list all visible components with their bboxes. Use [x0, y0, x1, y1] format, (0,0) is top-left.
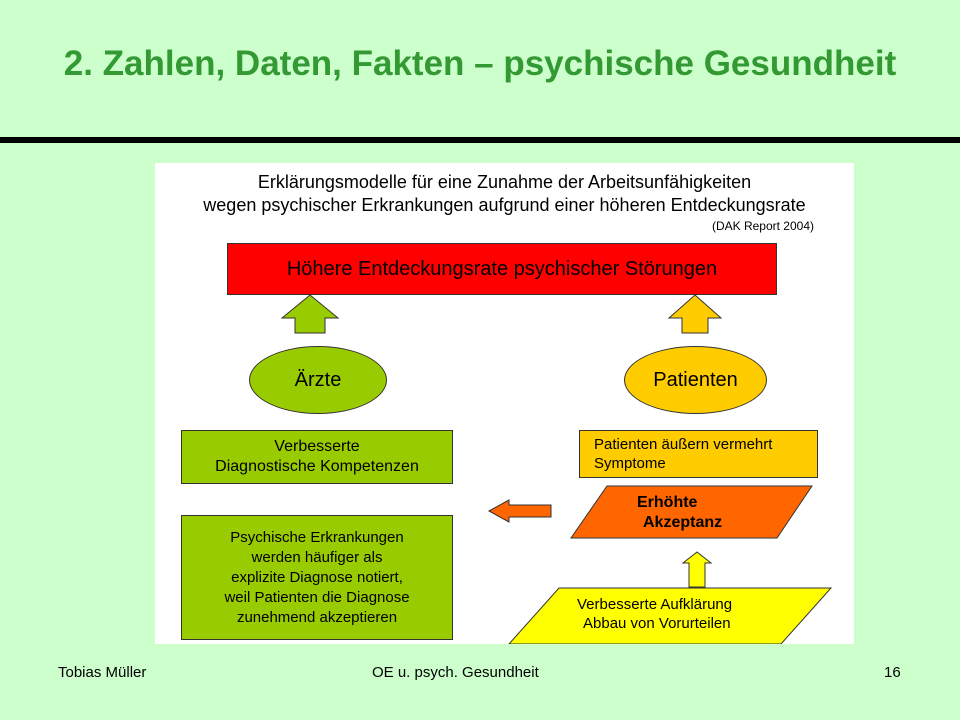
box-green-2-line1: Psychische Erkrankungen: [230, 528, 404, 546]
box-orange-line2: Symptome: [594, 455, 666, 472]
diagram-panel: Erklärungsmodelle für eine Zunahme der A…: [155, 163, 854, 644]
box-green-2-line4: weil Patienten die Diagnose: [224, 588, 410, 606]
parallelogram-yellow: [508, 587, 833, 644]
footer-page-number: 16: [884, 664, 901, 681]
parallelogram-yellow-text: Verbesserte Aufklärung Abbau von Vorurte…: [577, 595, 777, 633]
slide-title: 2. Zahlen, Daten, Fakten – psychische Ge…: [63, 44, 897, 83]
parallelogram-orange-line2: Akzeptanz: [643, 514, 723, 531]
diagram-shapes: [280, 294, 833, 644]
diagram-heading-line2: wegen psychischer Erkrankungen aufgrund …: [203, 195, 806, 215]
diagram-heading: Erklärungsmodelle für eine Zunahme der A…: [155, 171, 854, 217]
diagram-heading-line1: Erklärungsmodelle für eine Zunahme der A…: [257, 172, 752, 192]
arrow-up-green: [280, 294, 340, 334]
arrow-up-yellow-small: [681, 551, 713, 588]
box-psychische-erkrankungen: Psychische Erkrankungen werden häufiger …: [181, 515, 453, 640]
arrow-up-yellow: [667, 294, 723, 334]
arrow-left-orange: [487, 499, 552, 523]
footer-author: Tobias Müller: [58, 664, 147, 681]
ellipse-aerzte: Ärzte: [249, 346, 387, 414]
box-green-1-line2: Diagnostische Kompetenzen: [215, 458, 419, 475]
parallelogram-orange: [570, 485, 813, 539]
ellipse-patienten: Patienten: [624, 346, 767, 414]
box-orange-line1: Patienten äußern vermehrt: [594, 436, 773, 453]
parallelogram-yellow-line1: Verbesserte Aufklärung: [577, 596, 733, 613]
footer-course: OE u. psych. Gesundheit: [372, 664, 539, 681]
parallelogram-orange-line1: Erhöhte: [637, 494, 698, 511]
top-box-entdeckungsrate: Höhere Entdeckungsrate psychischer Störu…: [227, 243, 777, 295]
box-green-1-line1: Verbesserte: [274, 438, 360, 455]
title-divider: [0, 137, 960, 143]
box-patienten-symptome: Patienten äußern vermehrt Symptome: [579, 430, 818, 478]
parallelogram-orange-text: Erhöhte Akzeptanz: [637, 493, 787, 533]
box-diagnostische-kompetenzen: Verbesserte Diagnostische Kompetenzen: [181, 430, 453, 484]
box-green-2-line2: werden häufiger als: [251, 548, 383, 566]
parallelogram-yellow-line2: Abbau von Vorurteilen: [583, 615, 731, 632]
box-green-2-line3: explizite Diagnose notiert,: [231, 568, 403, 586]
box-green-2-line5: zunehmend akzeptieren: [236, 608, 398, 626]
source-citation: (DAK Report 2004): [711, 219, 814, 233]
